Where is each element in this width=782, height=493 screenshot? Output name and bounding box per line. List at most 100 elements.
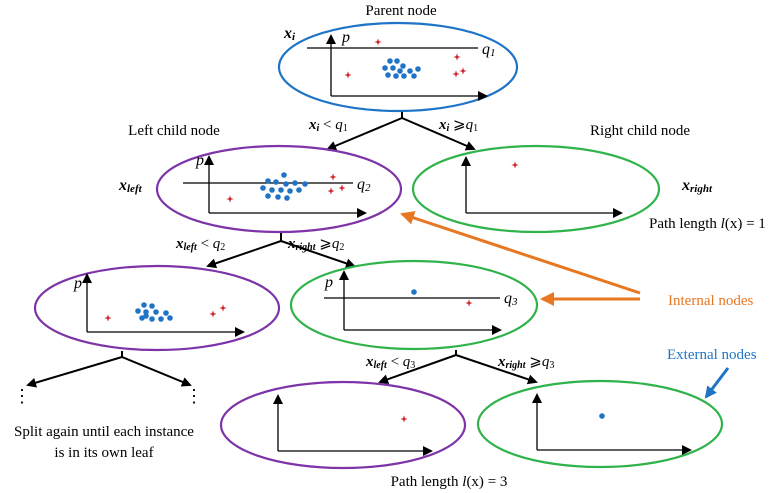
red-star-icon: [459, 67, 467, 75]
ellipsis-left: ⋮: [13, 386, 31, 406]
blue-dot-icon: [278, 187, 284, 193]
path-length-3: Path length l(x) = 3: [391, 474, 508, 490]
blue-dot-icon: [153, 309, 159, 315]
left-left-points: [104, 302, 227, 322]
left-to-ll-arrow: [206, 240, 282, 269]
blue-dot-icon: [143, 313, 149, 319]
external-nodes-arrow: [704, 367, 730, 399]
blue-dot-icon: [167, 315, 173, 321]
right-child-ellipse: [411, 144, 661, 234]
split-right-condition-2: xright ⩾q2: [287, 236, 344, 253]
blue-dot-icon: [599, 413, 605, 419]
internal-nodes-label: Internal nodes: [668, 293, 754, 309]
blue-dot-icon: [287, 188, 293, 194]
blue-dot-icon: [275, 194, 281, 200]
parent-to-right-arrow: [401, 117, 476, 151]
red-star-icon: [329, 173, 337, 181]
blue-dot-icon: [292, 180, 298, 186]
blue-dot-icon: [411, 289, 417, 295]
blue-dot-icon: [265, 178, 271, 184]
red-star-icon: [452, 70, 460, 78]
right-child-node: [411, 144, 661, 234]
bottom-left-leaf: [219, 380, 467, 470]
blue-dot-icon: [281, 172, 287, 178]
left-right-p-label: p: [324, 274, 333, 291]
right-child-label: Right child node: [590, 123, 690, 139]
bottom-right-ellipse: [476, 379, 724, 469]
blue-dot-icon: [284, 195, 290, 201]
external-nodes-label: External nodes: [667, 347, 757, 363]
split-left-condition-1: xi < q1: [308, 117, 348, 134]
right-child-xright-label: xright: [681, 177, 713, 195]
blue-dot-icon: [302, 181, 308, 187]
blue-dot-icon: [387, 58, 393, 64]
split-note-line2: is in its own leaf: [54, 445, 153, 461]
ll-to-left-arrow: [26, 356, 123, 388]
bottom-left-points: [400, 415, 408, 423]
blue-dot-icon: [401, 73, 407, 79]
parent-ellipse: [277, 21, 519, 113]
blue-dot-icon: [296, 187, 302, 193]
blue-dot-icon: [163, 310, 169, 316]
left-right-node: p q3: [289, 259, 539, 351]
blue-dot-icon: [149, 303, 155, 309]
blue-dot-icon: [149, 316, 155, 322]
blue-dot-icon: [394, 58, 400, 64]
parent-xi-label: xi: [283, 25, 296, 43]
left-child-q2-label: q2: [357, 176, 371, 194]
blue-dot-icon: [400, 63, 406, 69]
parent-node: xi p q1: [277, 21, 519, 113]
red-star-icon: [511, 161, 519, 169]
left-child-node: xleft p q2: [118, 144, 403, 234]
left-left-node: p: [33, 264, 281, 352]
blue-dot-icon: [393, 73, 399, 79]
left-right-q3-label: q3: [504, 290, 518, 308]
parent-node-label: Parent node: [365, 3, 437, 19]
split-right-condition-1: xi ⩾q1: [438, 117, 478, 134]
blue-dot-icon: [385, 72, 391, 78]
split-left-condition-2: xleft < q2: [175, 236, 225, 253]
blue-dot-icon: [143, 309, 149, 315]
left-child-p-label: p: [195, 152, 204, 169]
left-child-points: [226, 172, 346, 203]
parent-points: [344, 38, 467, 79]
red-star-icon: [400, 415, 408, 423]
left-child-ellipse: [155, 144, 403, 234]
internal-nodes-arrow-upper: [400, 211, 641, 295]
ll-to-right-arrow: [121, 356, 192, 387]
blue-dot-icon: [158, 316, 164, 322]
parent-to-left-arrow-diag: [326, 117, 403, 151]
left-child-label: Left child node: [128, 123, 220, 139]
blue-dot-icon: [265, 193, 271, 199]
parent-p-label: p: [341, 29, 350, 46]
red-star-icon: [453, 53, 461, 61]
blue-dot-icon: [273, 179, 279, 185]
bottom-left-ellipse: [219, 380, 467, 470]
red-star-icon: [226, 195, 234, 203]
left-right-ellipse: [289, 259, 539, 351]
right-child-points: [511, 161, 519, 169]
blue-dot-icon: [141, 302, 147, 308]
split-note-line1: Split again until each instance: [14, 424, 194, 440]
split-left-condition-3: xleft < q3: [365, 354, 415, 371]
blue-dot-icon: [260, 185, 266, 191]
path-length-1: Path length l(x) = 1: [649, 216, 766, 232]
red-star-icon: [219, 304, 227, 312]
left-right-points: [411, 289, 473, 307]
blue-dot-icon: [269, 187, 275, 193]
left-child-xleft-label: xleft: [118, 177, 143, 195]
blue-dot-icon: [407, 68, 413, 74]
blue-dot-icon: [135, 308, 141, 314]
red-star-icon: [344, 71, 352, 79]
red-star-icon: [465, 299, 473, 307]
red-star-icon: [104, 314, 112, 322]
blue-dot-icon: [411, 73, 417, 79]
lr-to-right-arrow: [455, 354, 538, 385]
left-to-lr-arrow: [280, 240, 356, 269]
left-left-p-label: p: [73, 275, 82, 292]
blue-dot-icon: [415, 66, 421, 72]
bottom-right-leaf: [476, 379, 724, 469]
ellipsis-right: ⋮: [185, 386, 203, 406]
blue-dot-icon: [382, 65, 388, 71]
